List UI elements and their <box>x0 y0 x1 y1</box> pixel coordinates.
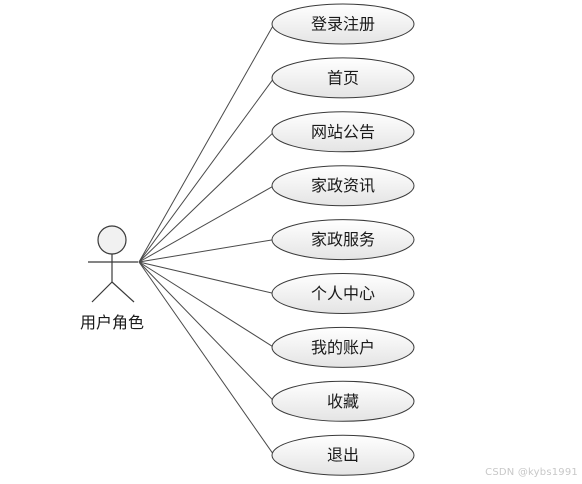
use-case-ellipse <box>271 326 415 368</box>
use-case-ellipse <box>271 434 415 476</box>
use-case-site-announcement: 网站公告 <box>271 111 415 153</box>
use-case-ellipse <box>271 57 415 99</box>
watermark: CSDN @kybs1991 <box>485 467 578 478</box>
association-line-logout <box>138 261 275 456</box>
use-case-label: 网站公告 <box>311 122 375 141</box>
use-case-label: 收藏 <box>327 392 359 411</box>
use-case-label: 家政资讯 <box>311 176 375 195</box>
association-line-housekeeping-news <box>138 185 275 263</box>
use-case-logout: 退出 <box>271 434 415 476</box>
use-case-ellipse <box>271 380 415 422</box>
use-case-favorites: 收藏 <box>271 380 415 422</box>
use-case-label: 退出 <box>327 446 359 465</box>
actor: 用户角色 <box>80 225 144 332</box>
association-line-home <box>138 77 275 263</box>
association-line-favorites <box>138 261 275 402</box>
actor-right-leg <box>111 281 135 303</box>
use-case-housekeeping-service: 家政服务 <box>271 219 415 261</box>
association-line-login-register <box>138 23 275 263</box>
use-case-label: 首页 <box>327 68 359 87</box>
use-case-housekeeping-news: 家政资讯 <box>271 165 415 207</box>
association-line-site-announcement <box>138 131 275 263</box>
actor-head <box>97 225 127 255</box>
use-case-home: 首页 <box>271 57 415 99</box>
actor-label: 用户角色 <box>80 313 144 332</box>
use-case-label: 登录注册 <box>311 15 375 34</box>
association-line-housekeeping-service <box>138 239 275 263</box>
use-case-ellipse <box>271 219 415 261</box>
use-case-label: 家政服务 <box>311 230 375 249</box>
actor-left-leg <box>91 281 113 303</box>
use-case-my-account: 我的账户 <box>271 326 415 368</box>
use-case-ellipse <box>271 165 415 207</box>
use-case-label: 个人中心 <box>311 284 375 303</box>
use-case-login-register: 登录注册 <box>271 3 415 45</box>
use-case-personal-center: 个人中心 <box>271 273 415 314</box>
use-case-ellipse <box>271 111 415 153</box>
association-line-personal-center <box>138 261 275 294</box>
use-case-label: 我的账户 <box>311 338 375 357</box>
use-case-ellipse <box>271 273 415 314</box>
use-case-ellipse <box>271 3 415 45</box>
association-line-my-account <box>138 261 275 348</box>
association-lines <box>138 23 275 456</box>
